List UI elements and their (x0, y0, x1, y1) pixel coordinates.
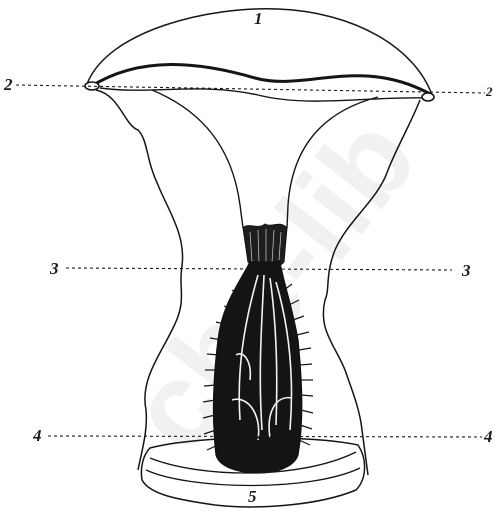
label-4-right: 4 (483, 427, 493, 446)
label-2-left: 2 (3, 75, 13, 94)
label-4-left: 4 (32, 426, 42, 445)
right-knob (422, 93, 434, 101)
label-2-right: 2 (485, 84, 493, 99)
label-3-left: 3 (49, 259, 59, 278)
label-5: 5 (248, 487, 257, 506)
label-3-right: 3 (461, 261, 471, 280)
label-1: 1 (254, 9, 263, 28)
reference-line-4 (48, 436, 482, 437)
